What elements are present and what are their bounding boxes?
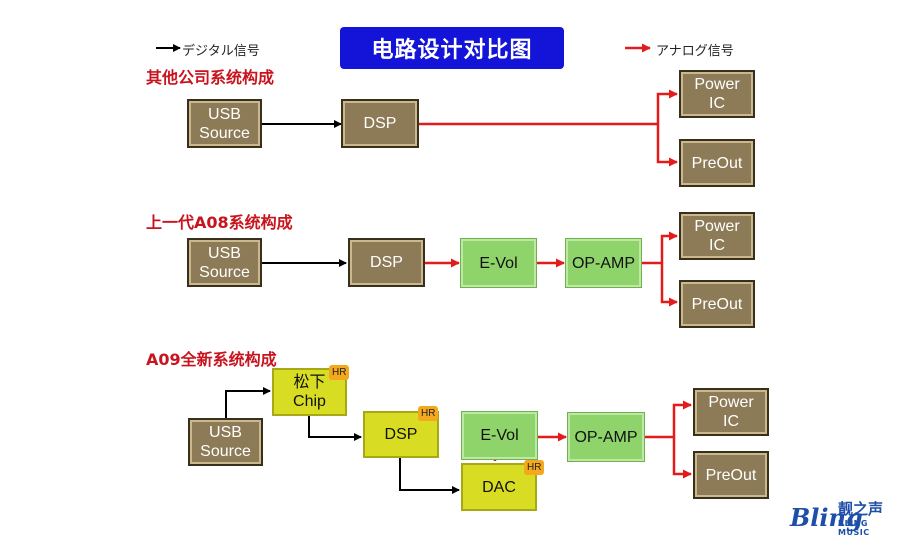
s3-usb-to-chip [225,387,271,418]
logo-en-text: BLING MUSIC [838,519,870,537]
preout-label: PreOut [691,295,743,313]
s3-panasonic-chip-box: 松下 Chip [272,368,347,416]
dsp-label: DSP [384,426,418,443]
dsp-hr-badge: HR [418,406,439,421]
s2-preout-box: PreOut [679,280,755,328]
s2-power-ic-box: Power IC [679,212,755,260]
s3-dsp-box: DSP [363,411,439,458]
s2-opamp-box: OP-AMP [566,239,641,287]
power-line2: IC [709,95,725,112]
usb-line1: USB [209,424,242,441]
bling-logo-mark: Bling [790,503,863,532]
logo-text: 靓之声 BLING MUSIC [838,498,901,537]
s1-preout-box: PreOut [679,139,755,187]
preout-label: PreOut [691,154,743,172]
s1-to-preout [656,124,678,167]
section-a09-title: A09全新系统构成 [146,350,277,369]
diagram-title: 电路设计对比图 [340,27,564,69]
chip-line2: Chip [293,393,326,410]
opamp-label: OP-AMP [574,428,638,446]
legend-analog: アナログ信号 [656,40,734,59]
power-line1: Power [694,218,740,235]
s3-to-power [672,400,692,437]
dac-label: DAC [482,478,516,496]
power-line1: Power [708,394,754,411]
s1-usb-source-box: USB Source [187,99,262,148]
preout-label: PreOut [705,466,757,484]
s3-evol-box: E-Vol [462,412,537,459]
section-other-companies-title: 其他公司系统构成 [146,68,275,87]
opamp-label: OP-AMP [571,254,636,272]
usb-line1: USB [208,244,241,262]
s3-chip-to-dsp [308,416,362,441]
dsp-label: DSP [363,115,397,132]
s3-to-preout [672,437,692,479]
legend-analog-label: アナログ信号 [656,44,734,59]
usb-line2: Source [199,124,250,142]
power-line2: IC [723,413,739,430]
section-a08-title: 上一代A08系统构成 [146,213,293,232]
s3-usb-source-box: USB Source [188,418,263,466]
s1-power-ic-box: Power IC [679,70,755,118]
power-line2: IC [709,237,725,254]
usb-line2: Source [199,263,250,281]
s3-dac-box: DAC [461,463,537,511]
power-line1: Power [694,76,740,93]
usb-line1: USB [208,105,241,123]
s3-dsp-to-dac [399,458,460,494]
chip-hr-badge: HR [329,365,350,380]
logo-cn-text: 靓之声 [838,500,884,518]
s1-dsp-box: DSP [341,99,419,148]
s2-evol-box: E-Vol [461,239,536,287]
usb-line2: Source [200,443,251,460]
s3-preout-box: PreOut [693,451,769,499]
evol-label: E-Vol [479,254,518,272]
s2-to-preout [660,263,678,307]
s1-to-power [656,89,678,124]
s2-to-power [660,231,678,263]
legend-digital: デジタル信号 [182,40,260,59]
s2-dsp-box: DSP [348,238,425,287]
s3-opamp-box: OP-AMP [568,413,644,461]
dac-hr-badge: HR [524,460,545,475]
evol-label: E-Vol [480,427,519,444]
s2-usb-source-box: USB Source [187,238,262,287]
bling-music-logo: Bling 靓之声 BLING MUSIC [790,498,901,537]
legend-digital-label: デジタル信号 [182,44,260,59]
s3-power-ic-box: Power IC [693,388,769,436]
dsp-label: DSP [370,254,403,271]
chip-line1: 松下 [293,374,326,391]
